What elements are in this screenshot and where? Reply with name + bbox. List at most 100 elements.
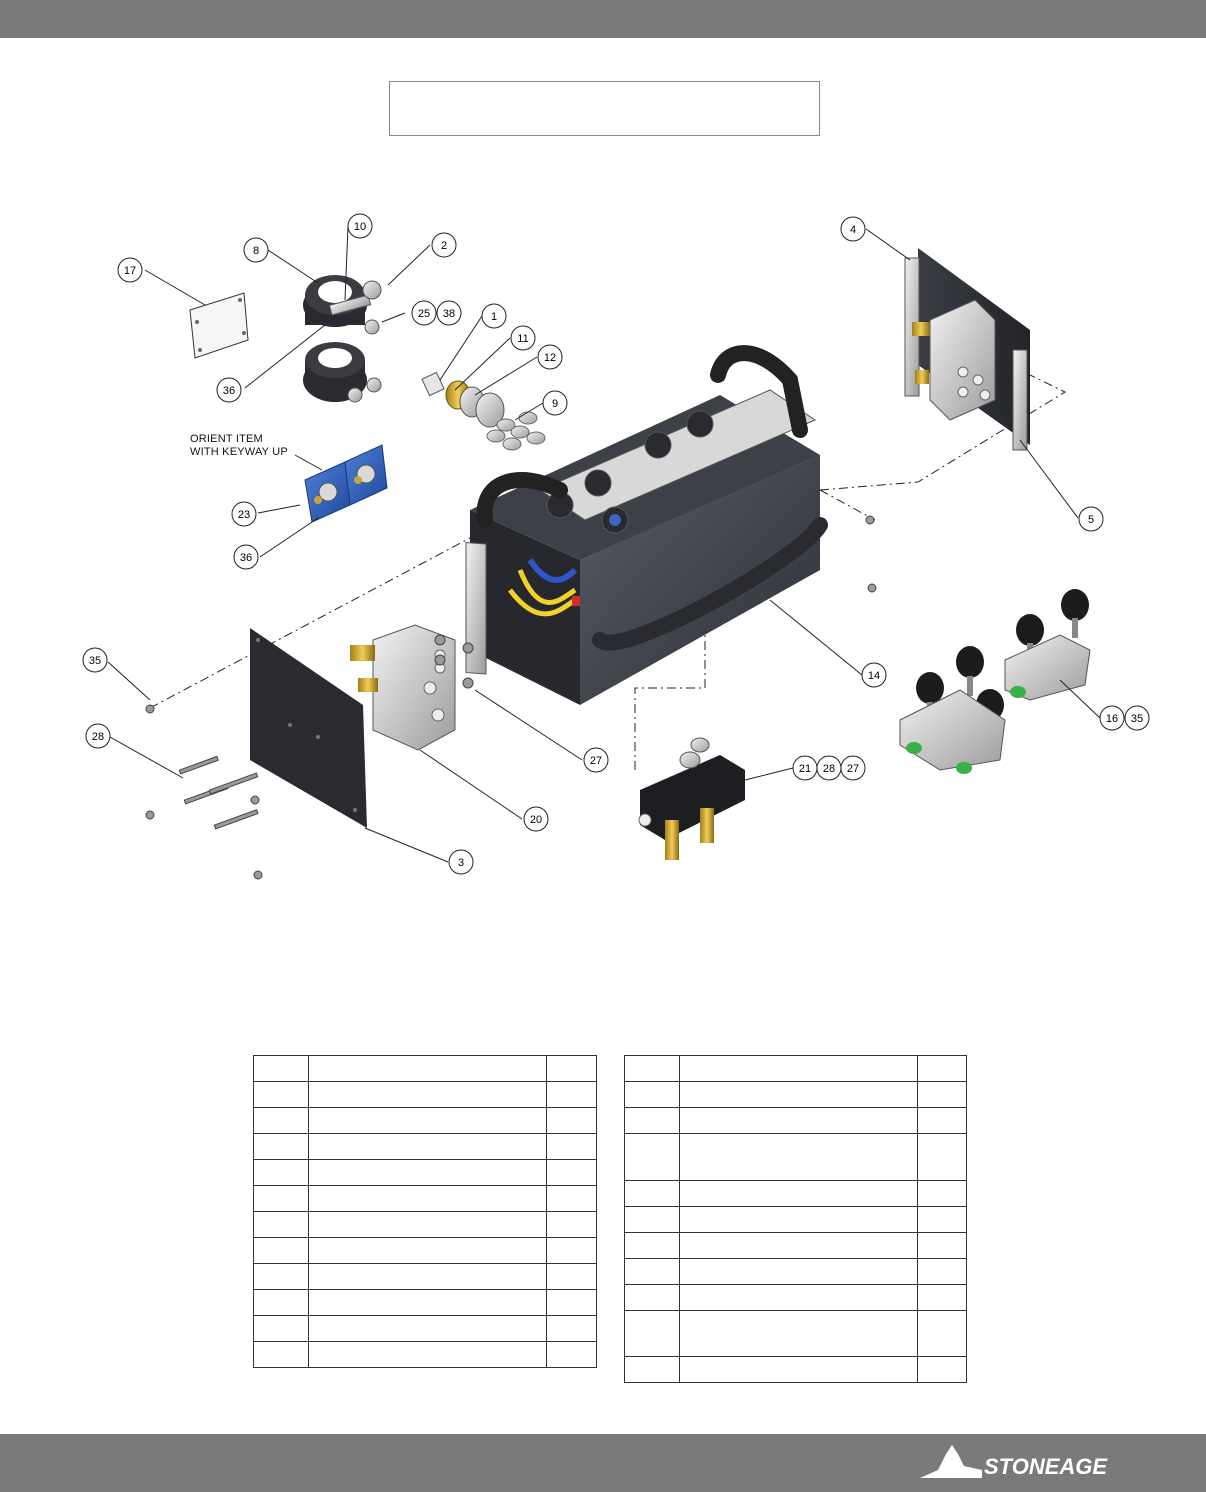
table-row — [253, 1107, 597, 1134]
part-21-manifold — [638, 737, 745, 860]
callout-1: 1 — [481, 303, 507, 329]
table-row — [253, 1237, 597, 1264]
callout-35-a: 35 — [1124, 705, 1150, 731]
svg-text:38: 38 — [443, 308, 455, 320]
callout-27-b: 27 — [840, 755, 866, 781]
svg-text:14: 14 — [868, 670, 880, 682]
svg-text:2: 2 — [441, 240, 447, 252]
svg-text:17: 17 — [124, 265, 136, 277]
callout-20: 20 — [523, 806, 549, 832]
svg-text:25: 25 — [418, 308, 430, 320]
callout-2: 2 — [431, 232, 457, 258]
orientation-note: ORIENT ITEM WITH KEYWAY UP — [190, 433, 288, 459]
part-16-joystick-valves — [899, 589, 1091, 774]
callout-28-a: 28 — [85, 723, 111, 749]
table-row — [624, 1356, 967, 1383]
callout-4: 4 — [840, 216, 866, 242]
table-row — [253, 1341, 597, 1368]
callout-12: 12 — [537, 344, 563, 370]
table-row — [253, 1289, 597, 1316]
table-row — [253, 1211, 597, 1238]
parts-table-right — [624, 1055, 967, 1383]
svg-text:35: 35 — [1131, 713, 1143, 725]
table-row — [624, 1310, 967, 1357]
orientation-note-line2: WITH KEYWAY UP — [190, 446, 288, 458]
table-row — [624, 1206, 967, 1233]
parts-1-11-12-9-valve-stack — [421, 371, 546, 451]
part-8-clamp-collars — [303, 275, 382, 403]
exploded-assembly-diagram: 17 8 10 2 25 38 36 1 11 12 9 23 36 4 5 1… — [82, 213, 1150, 880]
svg-text:9: 9 — [552, 398, 558, 410]
stoneage-logo: STONEAGE — [920, 1445, 1108, 1479]
svg-text:35: 35 — [89, 655, 101, 667]
table-row — [253, 1055, 597, 1082]
callout-36-a: 36 — [216, 377, 242, 403]
callout-35-b: 35 — [82, 647, 108, 673]
parts-table-left — [253, 1055, 597, 1368]
svg-text:36: 36 — [223, 385, 235, 397]
svg-text:5: 5 — [1088, 514, 1094, 526]
table-row — [253, 1185, 597, 1212]
table-row — [624, 1258, 967, 1285]
orientation-note-line1: ORIENT ITEM — [190, 433, 263, 445]
callout-3: 3 — [448, 849, 474, 875]
svg-text:STONEAGE: STONEAGE — [984, 1454, 1108, 1479]
part-14-main-enclosure — [465, 345, 828, 705]
callout-bubbles: 17 8 10 2 25 38 36 1 11 12 9 23 36 4 5 1… — [82, 213, 1150, 875]
table-row — [253, 1081, 597, 1108]
svg-text:28: 28 — [823, 763, 835, 775]
table-row — [624, 1107, 967, 1134]
table-row — [624, 1133, 967, 1181]
callout-38: 38 — [436, 300, 462, 326]
callout-leader-lines — [107, 225, 1101, 863]
callout-17: 17 — [117, 257, 143, 283]
callout-21: 21 — [792, 755, 818, 781]
bottom-footer-bar — [0, 1434, 1206, 1492]
table-row — [253, 1315, 597, 1342]
svg-text:1: 1 — [491, 311, 497, 323]
svg-text:11: 11 — [517, 333, 528, 345]
svg-text:21: 21 — [799, 763, 811, 775]
callout-8: 8 — [243, 237, 269, 263]
table-row — [624, 1232, 967, 1259]
svg-text:10: 10 — [354, 221, 366, 233]
svg-text:12: 12 — [544, 352, 556, 364]
svg-text:20: 20 — [530, 814, 542, 826]
part-3-panel — [250, 628, 367, 828]
svg-text:27: 27 — [590, 755, 602, 767]
table-row — [253, 1159, 597, 1186]
part-23-blue-housings — [304, 444, 388, 523]
callout-9: 9 — [542, 390, 568, 416]
callout-16: 16 — [1099, 705, 1125, 731]
table-row — [253, 1133, 597, 1160]
svg-text:8: 8 — [253, 245, 259, 257]
callout-36-b: 36 — [233, 544, 259, 570]
callout-23: 23 — [231, 501, 257, 527]
table-row — [624, 1055, 967, 1082]
hardware-screws-nuts — [145, 515, 877, 880]
table-row — [624, 1180, 967, 1207]
svg-text:27: 27 — [847, 763, 859, 775]
callout-10: 10 — [347, 213, 373, 239]
top-header-bar — [0, 0, 1206, 38]
svg-text:28: 28 — [92, 731, 104, 743]
callout-25: 25 — [411, 300, 437, 326]
svg-text:23: 23 — [238, 509, 250, 521]
callout-27-a: 27 — [583, 747, 609, 773]
table-row — [624, 1081, 967, 1108]
part-17-cover-plate — [189, 292, 249, 359]
callout-11: 11 — [510, 325, 536, 351]
table-row — [253, 1263, 597, 1290]
callout-14: 14 — [861, 662, 887, 688]
title-box — [389, 81, 820, 136]
svg-text:3: 3 — [458, 857, 464, 869]
part-20-valve-block — [350, 624, 456, 751]
svg-text:36: 36 — [240, 552, 252, 564]
table-row — [624, 1284, 967, 1311]
callout-5: 5 — [1078, 506, 1104, 532]
svg-text:4: 4 — [850, 224, 856, 236]
parts-4-5-side-plate-assembly — [904, 248, 1030, 451]
assembly-guide-lines — [149, 374, 1067, 770]
svg-text:16: 16 — [1106, 713, 1118, 725]
callout-28-b: 28 — [816, 755, 842, 781]
